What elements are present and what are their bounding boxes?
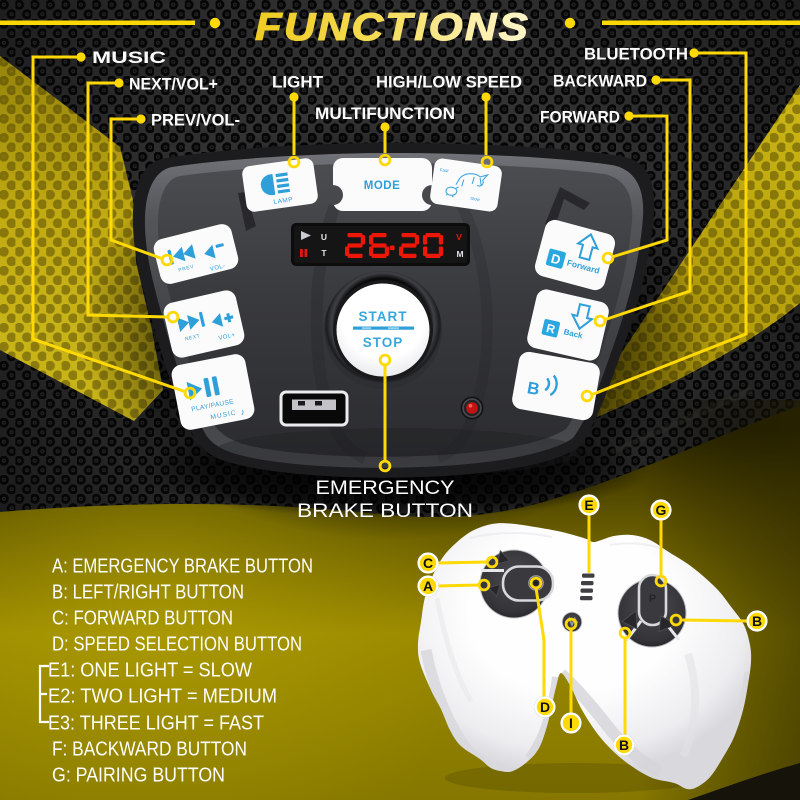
svg-text:B: B	[752, 613, 762, 629]
svg-text:BRAKE BUTTON: BRAKE BUTTON	[297, 501, 473, 522]
svg-text:T: T	[321, 248, 327, 258]
svg-text:MUSIC: MUSIC	[92, 49, 166, 67]
svg-text:C: FORWARD BUTTON: C: FORWARD BUTTON	[52, 608, 233, 630]
svg-text:BLUETOOTH: BLUETOOTH	[584, 46, 688, 64]
svg-text:F: BACKWARD BUTTON: F: BACKWARD BUTTON	[52, 739, 247, 761]
svg-text:FORWARD: FORWARD	[540, 109, 620, 127]
svg-text:B: B	[526, 378, 541, 399]
svg-text:E3: THREE LIGHT = FAST: E3: THREE LIGHT = FAST	[48, 713, 264, 735]
svg-text:A: EMERGENCY BRAKE BUTTON: A: EMERGENCY BRAKE BUTTON	[52, 556, 313, 578]
svg-text:MUSIC: MUSIC	[210, 409, 237, 421]
svg-text:E2: TWO LIGHT = MEDIUM: E2: TWO LIGHT = MEDIUM	[48, 686, 277, 708]
svg-text:G: PAIRING BUTTON: G: PAIRING BUTTON	[52, 765, 225, 787]
svg-text:U: U	[321, 232, 327, 242]
svg-text:I: I	[569, 715, 573, 731]
svg-text:R: R	[545, 321, 557, 337]
svg-text:♪: ♪	[239, 406, 245, 417]
svg-text:BACKWARD: BACKWARD	[553, 73, 647, 91]
svg-text:E1: ONE LIGHT = SLOW: E1: ONE LIGHT = SLOW	[48, 660, 252, 682]
svg-text:LIGHT: LIGHT	[272, 74, 323, 92]
svg-text:D: D	[549, 251, 562, 268]
svg-text:NEXT/VOL+: NEXT/VOL+	[129, 76, 218, 94]
svg-text:D: D	[540, 699, 550, 715]
svg-text:Slow: Slow	[470, 196, 481, 202]
svg-text:P: P	[649, 593, 656, 605]
svg-text:MODE: MODE	[364, 180, 401, 192]
svg-text:VOL-: VOL-	[210, 263, 227, 273]
svg-text:C: C	[423, 555, 433, 571]
svg-text:M: M	[456, 249, 463, 259]
svg-text:G: G	[656, 502, 667, 518]
svg-text:NEXT: NEXT	[184, 333, 201, 342]
svg-text:START: START	[359, 309, 408, 324]
svg-text:Fast: Fast	[440, 167, 450, 173]
svg-text:FUNCTIONS: FUNCTIONS	[255, 6, 530, 49]
svg-text:Back: Back	[563, 327, 584, 340]
svg-text:MULTIFUNCTION: MULTIFUNCTION	[315, 105, 455, 123]
svg-text:LAMP: LAMP	[273, 196, 293, 206]
svg-text:PREV: PREV	[178, 264, 195, 274]
svg-text:D: SPEED SELECTION BUTTON: D: SPEED SELECTION BUTTON	[52, 634, 302, 656]
svg-text:V: V	[456, 232, 462, 242]
svg-text:E: E	[584, 497, 593, 513]
svg-text:STOP: STOP	[363, 335, 404, 350]
svg-text:EMERGENCY: EMERGENCY	[316, 478, 455, 499]
svg-text:A: A	[423, 578, 433, 594]
svg-text:VOL+: VOL+	[218, 332, 236, 342]
svg-text:PREV/VOL-: PREV/VOL-	[151, 112, 240, 130]
svg-text:B: LEFT/RIGHT BUTTON: B: LEFT/RIGHT BUTTON	[52, 582, 244, 604]
svg-text:B: B	[619, 737, 629, 753]
svg-text:HIGH/LOW SPEED: HIGH/LOW SPEED	[376, 74, 522, 92]
